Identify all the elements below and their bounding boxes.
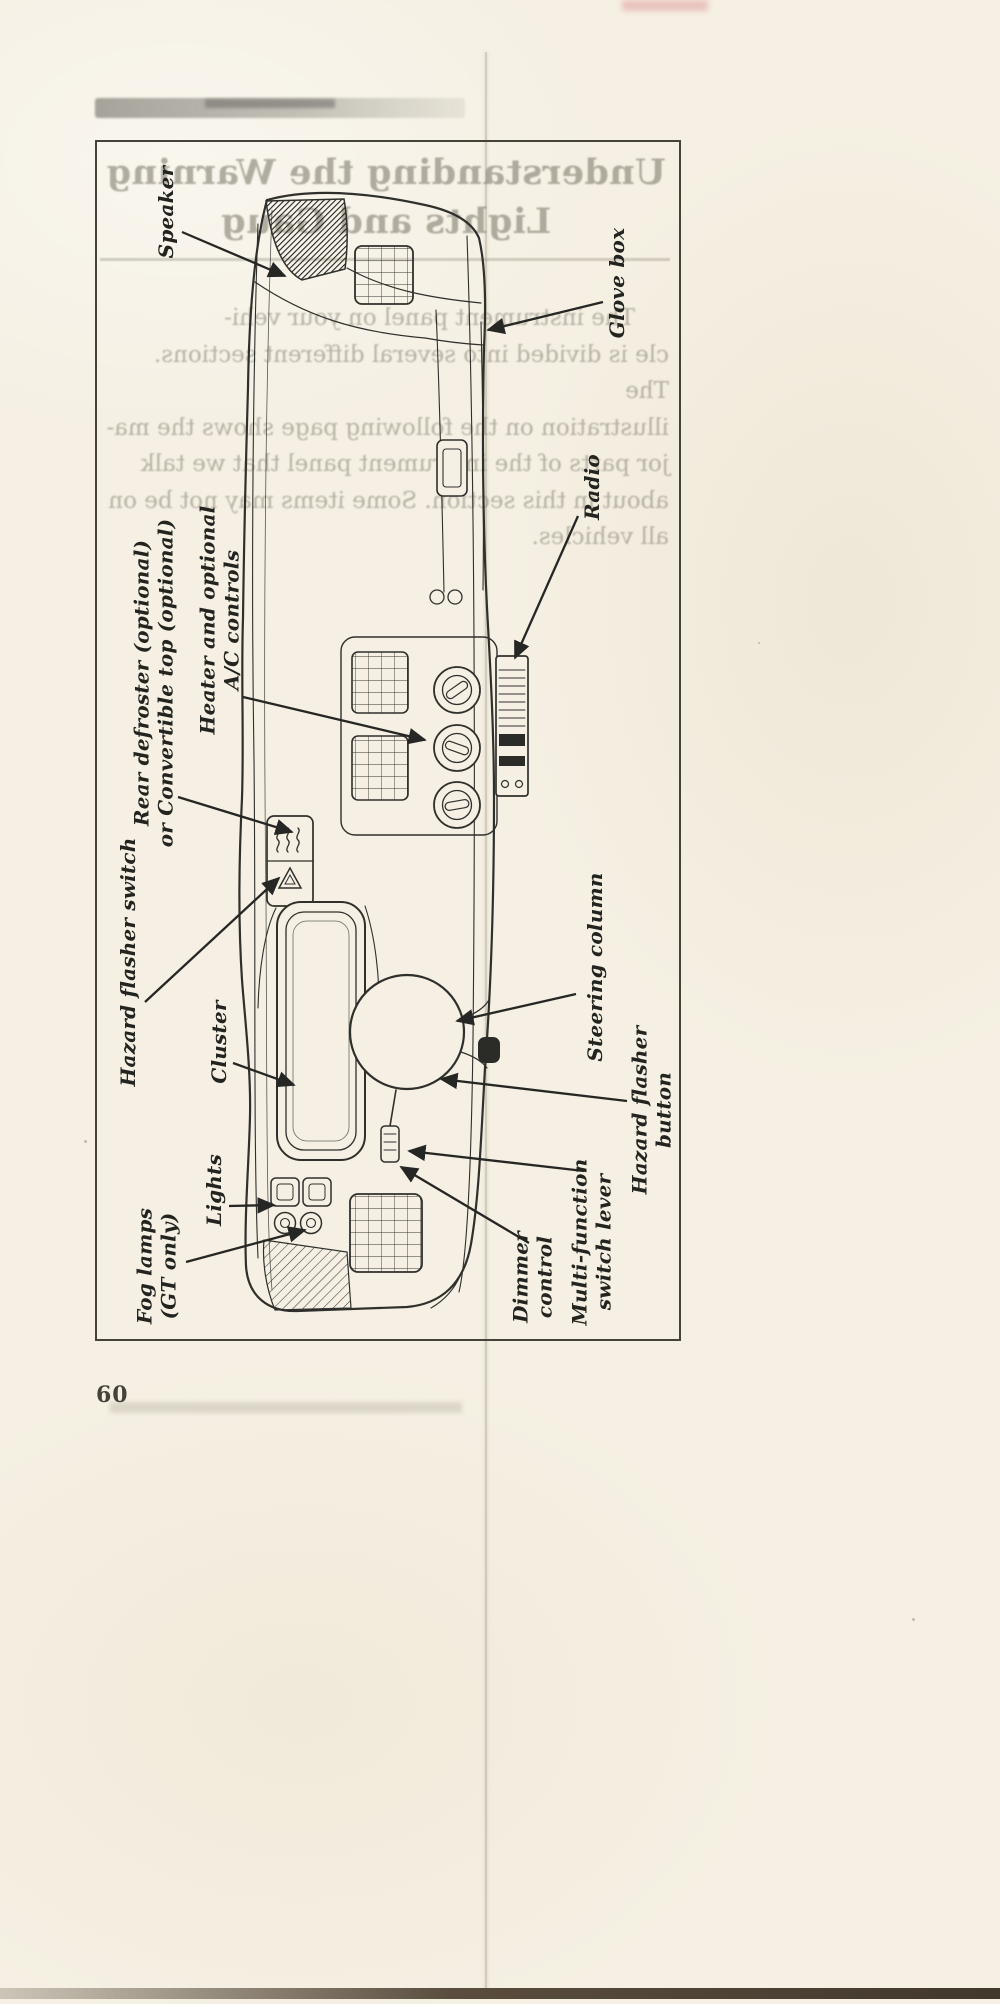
label-dimmer-line2: control	[533, 1235, 557, 1319]
label-rear-defroster-line1: Rear defroster (optional)	[129, 539, 154, 827]
label-rear-defroster-line2: or Convertible top (optional)	[154, 518, 178, 848]
label-multi-function: Multi-function switch lever	[568, 1159, 617, 1326]
arrow-lights	[228, 1197, 276, 1214]
label-hazard-button: Hazard flasher button	[628, 1026, 677, 1195]
label-lights-text: Lights	[201, 1154, 226, 1226]
dash-contour-right	[458, 235, 475, 1293]
dash-contour-left2	[264, 209, 273, 1291]
label-speaker-text: Speaker	[153, 165, 178, 259]
arrow-hazard-button	[439, 1072, 628, 1103]
label-heater: Heater and optional A/C controls	[196, 506, 245, 735]
label-fog-lamps-line1: Fog lamps	[132, 1207, 157, 1325]
arrow-cluster	[232, 1061, 296, 1088]
label-radio: Radio	[580, 454, 604, 520]
arrow-hazard-switch	[144, 876, 281, 1003]
speaker-grille	[265, 198, 348, 281]
figure-border-box	[95, 140, 681, 1341]
arrow-fog-lamps	[185, 1226, 307, 1264]
label-dimmer: Dimmer control	[509, 1231, 558, 1323]
glove-box-seam2	[480, 321, 484, 591]
vent-grid-center1	[351, 651, 409, 714]
vent-grid-center2	[351, 735, 409, 801]
dash-contour-left	[252, 223, 259, 1259]
scan-bottom-edge	[0, 1988, 1000, 1999]
arrow-steering-column	[455, 992, 577, 1026]
label-heater-line1: Heater and optional	[195, 505, 220, 735]
cluster-hood-left	[257, 907, 277, 1009]
scan-smudge-top	[95, 98, 465, 118]
arrow-radio	[513, 515, 580, 660]
arrow-speaker	[181, 230, 287, 278]
instrument-panel-drawing	[238, 191, 529, 1313]
label-hazard-button-line2: button	[652, 1071, 676, 1149]
label-cluster-text: Cluster	[206, 1000, 231, 1084]
scan-smudge-top-dark	[205, 99, 335, 108]
arrow-multi-function	[407, 1144, 585, 1173]
label-dimmer-line1: Dimmer	[508, 1231, 533, 1323]
vent-grid-top	[354, 245, 414, 305]
label-radio-text: Radio	[579, 454, 604, 520]
arrow-rear-defroster	[177, 795, 294, 836]
dash-end-contour	[430, 1273, 462, 1309]
bleedthrough-bottom-streak	[110, 1402, 462, 1413]
arrow-dimmer	[399, 1166, 530, 1244]
vent-grid-bottom	[349, 1193, 423, 1273]
scan-speck	[758, 642, 760, 644]
light-switches	[270, 1177, 332, 1235]
label-fog-lamps: Fog lamps (GT only)	[133, 1208, 182, 1324]
label-steering-column: Steering column	[583, 872, 607, 1061]
label-fog-lamps-line2: (GT only)	[157, 1212, 181, 1320]
label-glove-box-text: Glove box	[604, 227, 629, 339]
page-number: 60	[96, 1382, 129, 1408]
dash-outline	[238, 191, 496, 1313]
callout-arrows	[144, 230, 628, 1264]
label-hazard-switch: Hazard flasher switch	[116, 837, 140, 1086]
dash-face-divider	[254, 281, 484, 346]
label-steering-column-text: Steering column	[582, 872, 607, 1062]
label-rear-defroster: Rear defroster (optional) or Convertible…	[130, 519, 179, 847]
label-cluster: Cluster	[207, 1000, 231, 1083]
dash-knob-small-2	[447, 589, 463, 605]
radio-unit	[495, 655, 529, 797]
label-speaker: Speaker	[154, 166, 178, 259]
label-multi-function-line1: Multi-function	[567, 1158, 592, 1326]
multi-function-lever	[380, 1089, 400, 1163]
scan-smudge-pink	[622, 0, 708, 11]
arrow-glove-box	[486, 300, 604, 335]
heater-knobs	[433, 666, 481, 829]
dashboard-illustration	[144, 191, 628, 1313]
column-slot	[478, 1037, 500, 1063]
switch-block	[266, 815, 314, 907]
dash-knob-small-1	[429, 589, 445, 605]
steering-wheel	[348, 973, 466, 1091]
label-lights: Lights	[202, 1154, 226, 1226]
glove-box-latch	[436, 439, 468, 497]
scan-speck	[912, 1618, 915, 1621]
dash-end-hatch	[262, 1239, 352, 1311]
label-hazard-switch-text: Hazard flasher switch	[115, 837, 140, 1087]
scan-speck	[84, 1140, 87, 1143]
label-hazard-button-line1: Hazard flasher	[627, 1025, 652, 1195]
column-join-bottom	[460, 1051, 488, 1069]
label-multi-function-line2: switch lever	[592, 1173, 616, 1311]
page-crease-line	[485, 52, 487, 1992]
label-heater-line2: A/C controls	[220, 549, 244, 691]
glove-box-latch-inner	[442, 448, 462, 488]
arrow-heater	[242, 695, 427, 745]
label-glove-box: Glove box	[605, 228, 629, 338]
